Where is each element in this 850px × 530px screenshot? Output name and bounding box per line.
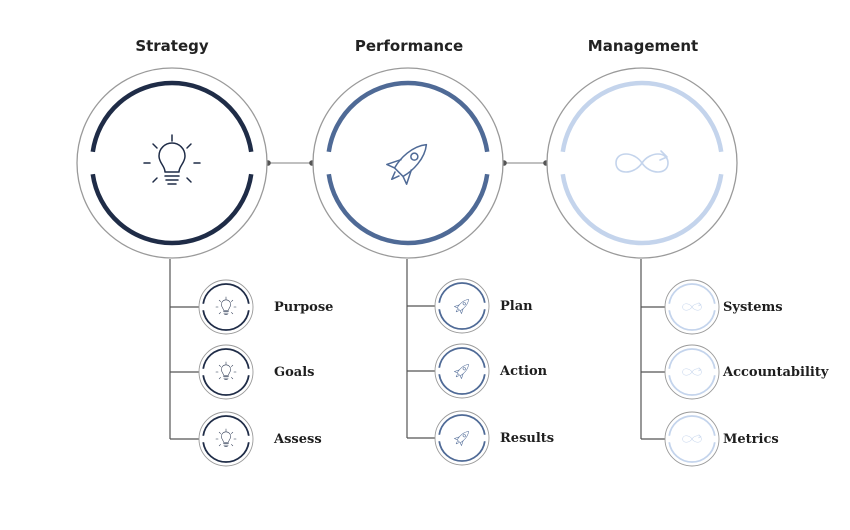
item-label-assess: Assess — [274, 432, 322, 447]
main-circle-arc-top — [90, 80, 254, 153]
sub-circle-arc-bottom — [438, 374, 486, 395]
sub-node-goals — [198, 344, 254, 400]
sub-node-systems — [664, 279, 720, 335]
sub-node-purpose — [198, 279, 254, 335]
sub-circle-arc-bottom — [202, 375, 250, 396]
main-circle-outline — [76, 67, 268, 259]
column-title-strategy: Strategy — [135, 37, 209, 55]
sub-circle-arc-top — [438, 414, 486, 435]
sub-node-assess — [198, 411, 254, 467]
column-strategy — [76, 67, 268, 259]
item-label-accountability: Accountability — [723, 365, 829, 380]
item-label-goals: Goals — [274, 365, 315, 380]
main-circle-arc-bottom — [326, 173, 490, 246]
item-label-systems: Systems — [723, 300, 783, 315]
main-circle-arc-bottom — [90, 173, 254, 246]
sub-circle-arc-top — [202, 415, 250, 436]
sub-circle-outline — [434, 343, 490, 399]
main-circle-arc-bottom — [560, 173, 724, 246]
sub-node-results — [434, 410, 490, 466]
sub-circle-arc-top — [438, 282, 486, 303]
column-title-performance: Performance — [354, 37, 464, 55]
node-layer — [76, 67, 738, 467]
sub-circle-outline — [198, 279, 254, 335]
item-label-results: Results — [500, 431, 555, 446]
sub-circle-arc-top — [202, 283, 250, 304]
sub-circle-arc-bottom — [438, 441, 486, 462]
column-performance — [312, 67, 504, 259]
sub-circle-arc-top — [668, 348, 716, 369]
sub-circle-outline — [434, 410, 490, 466]
sub-circle-arc-bottom — [202, 310, 250, 331]
sub-circle-arc-top — [668, 415, 716, 436]
sub-circle-arc-top — [202, 348, 250, 369]
sub-circle-outline — [198, 411, 254, 467]
sub-circle-arc-bottom — [668, 442, 716, 463]
item-label-plan: Plan — [500, 299, 533, 314]
item-label-metrics: Metrics — [723, 432, 779, 447]
sub-circle-arc-bottom — [668, 310, 716, 331]
sub-circle-arc-bottom — [668, 375, 716, 396]
column-management — [546, 67, 738, 259]
sub-circle-outline — [198, 344, 254, 400]
sub-node-action — [434, 343, 490, 399]
sub-node-accountability — [664, 344, 720, 400]
sub-circle-outline — [434, 278, 490, 334]
main-circle-arc-top — [326, 80, 490, 153]
sub-node-metrics — [664, 411, 720, 467]
sub-circle-arc-bottom — [438, 309, 486, 330]
item-label-action: Action — [500, 364, 548, 379]
sub-circle-arc-top — [668, 283, 716, 304]
column-title-management: Management — [587, 37, 699, 55]
sub-node-plan — [434, 278, 490, 334]
item-label-purpose: Purpose — [274, 300, 334, 315]
sub-circle-arc-top — [438, 347, 486, 368]
main-circle-arc-top — [560, 80, 724, 153]
sub-circle-arc-bottom — [202, 442, 250, 463]
main-circle-outline — [312, 67, 504, 259]
